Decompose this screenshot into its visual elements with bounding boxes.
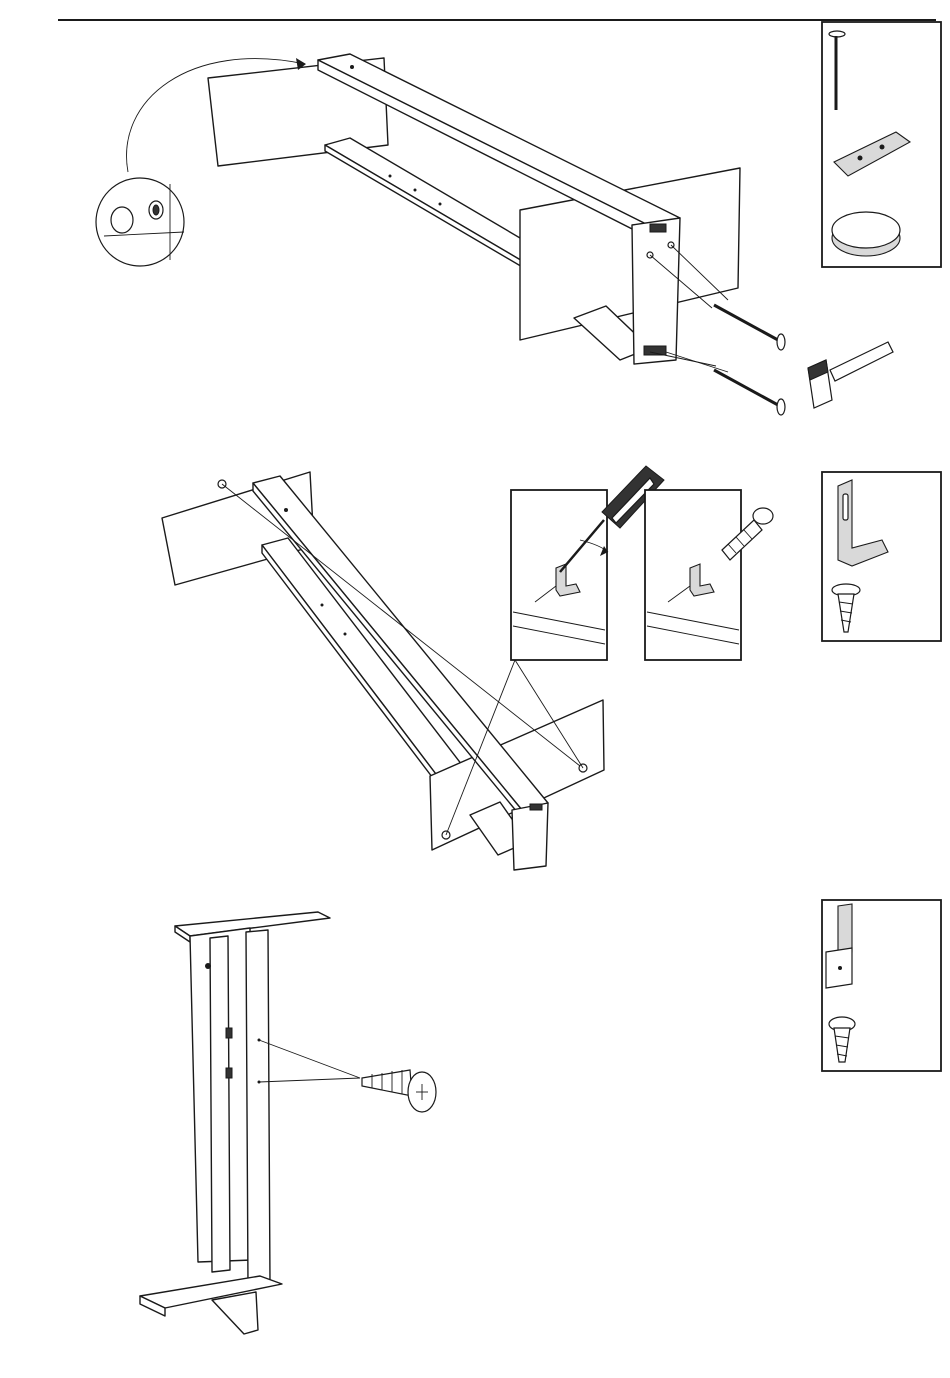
hammer-icon <box>808 342 893 408</box>
front-leg <box>512 803 548 870</box>
bottom-shelf <box>140 1276 282 1308</box>
top-rail <box>253 476 548 810</box>
step-1-illustration <box>96 54 893 415</box>
step-3-hardware-box <box>822 900 941 1071</box>
nail-icon <box>714 305 785 350</box>
step-1-hardware-box <box>822 22 941 267</box>
angle-block-marker <box>226 1068 232 1078</box>
side-panel <box>246 930 270 1286</box>
cover-cap-detail <box>96 178 184 266</box>
front-leg <box>632 218 680 364</box>
step-2-hardware-box <box>822 472 941 641</box>
angle-block-marker <box>226 1028 232 1038</box>
nail-icon <box>714 370 785 415</box>
bracket-detail-screw <box>645 490 773 660</box>
step-3-illustration <box>140 912 436 1334</box>
bottom-rail <box>262 538 472 786</box>
cover-cap-icon <box>832 212 900 256</box>
inner-side-panel <box>210 936 230 1272</box>
screw-icon <box>362 1070 436 1112</box>
bracket-detail-screwing <box>511 466 664 660</box>
